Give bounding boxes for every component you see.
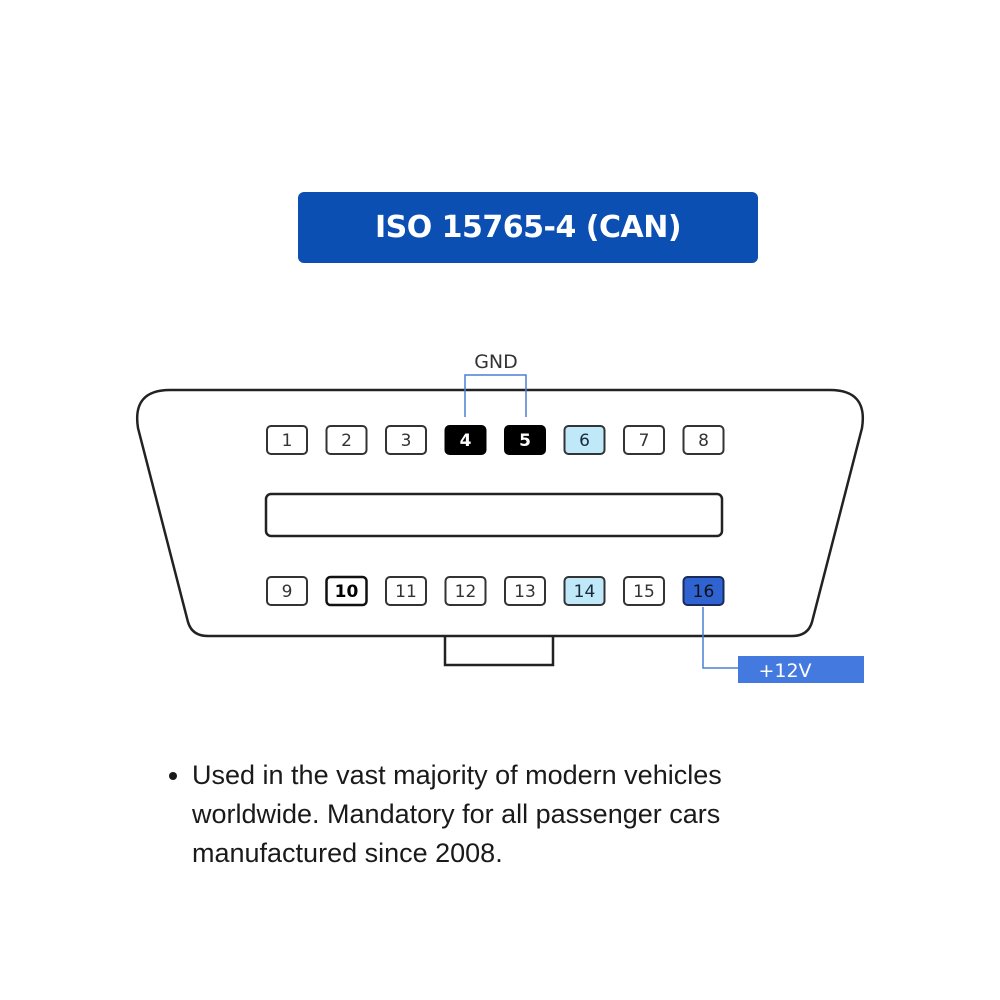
pin-label: 15 — [633, 582, 655, 602]
pin-box — [385, 425, 427, 455]
pin-box — [266, 425, 308, 455]
pin-8: 8 — [682, 425, 725, 455]
pin-11: 11 — [385, 576, 427, 606]
pin-label: 16 — [693, 582, 715, 602]
pin-box — [325, 575, 368, 607]
connector-key-tab — [443, 636, 555, 667]
pin-row-bottom: 9 10 11 12 13 14 15 16 — [266, 575, 725, 607]
pin-7: 7 — [623, 425, 665, 455]
gnd-connector-line — [464, 374, 527, 417]
pin-label: 4 — [460, 431, 472, 451]
pin-12: 12 — [444, 576, 487, 606]
description-item: Used in the vast majority of modern vehi… — [192, 756, 842, 873]
pin-label: 9 — [282, 582, 293, 602]
pin-3: 3 — [385, 425, 427, 455]
pin-10: 10 — [325, 575, 368, 607]
pin-box — [325, 425, 368, 455]
pin-label: 1 — [282, 431, 293, 451]
pin-label: 11 — [395, 582, 417, 602]
pin-15: 15 — [623, 576, 665, 606]
pin-6: 6 — [563, 425, 606, 455]
pin-box — [563, 425, 606, 455]
pin-5: 5 — [504, 425, 546, 455]
pin-label: 8 — [698, 431, 709, 451]
pin-label: 5 — [519, 431, 531, 451]
pin-box — [504, 576, 546, 606]
connector-center-slot — [264, 492, 724, 538]
power-connector-line — [702, 607, 740, 669]
pin-box — [623, 425, 665, 455]
pin-row-top: 1 2 3 4 5 6 7 8 — [266, 425, 725, 455]
pin-label: 3 — [401, 431, 412, 451]
title-banner: ISO 15765-4 (CAN) — [298, 192, 758, 263]
pin-label: 6 — [579, 431, 590, 451]
description-list: Used in the vast majority of modern vehi… — [162, 756, 842, 873]
pin-box — [682, 425, 725, 455]
pin-label: 13 — [514, 582, 536, 602]
pin-box — [266, 576, 308, 606]
pin-box — [385, 576, 427, 606]
pin-9: 9 — [266, 576, 308, 606]
pin-label: 7 — [639, 431, 650, 451]
pin-1: 1 — [266, 425, 308, 455]
pin-box — [504, 425, 546, 455]
pin-2: 2 — [325, 425, 368, 455]
pin-label: 12 — [455, 582, 477, 602]
power-label: +12V — [758, 660, 811, 682]
pin-box — [682, 576, 725, 606]
power-tag — [738, 656, 864, 683]
pin-16: 16 — [682, 576, 725, 606]
title: ISO 15765-4 (CAN) — [374, 210, 682, 245]
pin-box — [623, 576, 665, 606]
pin-label: 10 — [335, 582, 359, 602]
connector-outline — [135, 388, 865, 638]
pin-label: 2 — [341, 431, 352, 451]
description: Used in the vast majority of modern vehi… — [162, 756, 842, 873]
pin-4: 4 — [444, 425, 487, 455]
pin-13: 13 — [504, 576, 546, 606]
gnd-label: GND — [474, 351, 518, 373]
pin-14: 14 — [563, 576, 606, 606]
pin-box — [444, 425, 487, 455]
pin-label: 14 — [574, 582, 596, 602]
pin-box — [444, 576, 487, 606]
pin-box — [563, 576, 606, 606]
